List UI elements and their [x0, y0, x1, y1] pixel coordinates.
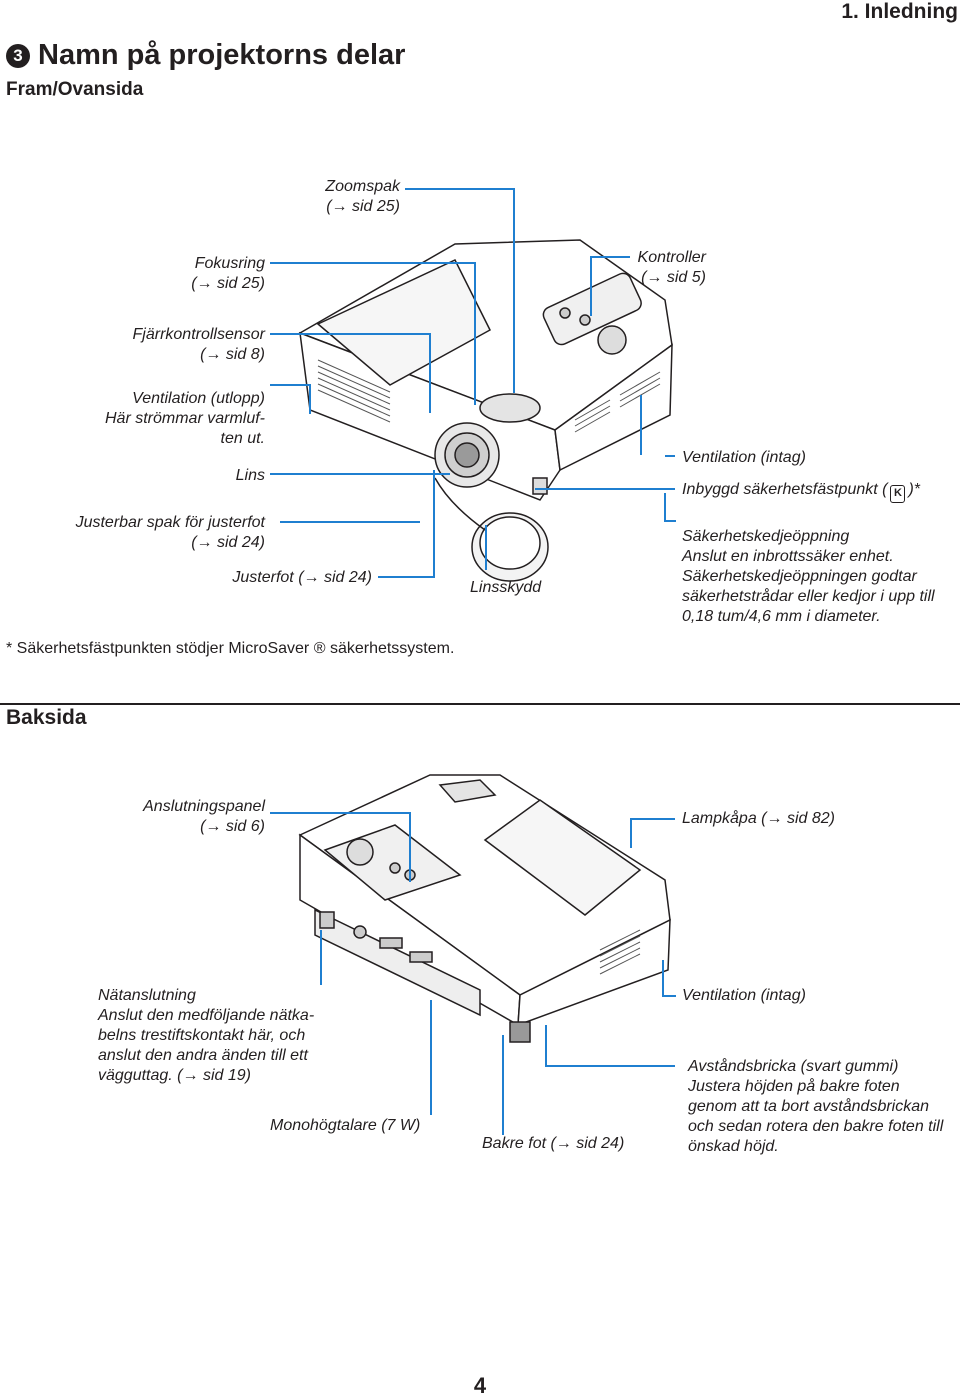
label-sakerhetsfastpunkt: Inbyggd säkerhetsfästpunkt (K)*: [682, 480, 920, 503]
label-anslutningspanel: Anslutningspanel (→ sid 6): [143, 798, 265, 835]
label-sakerhetskedjeoppning: Säkerhetskedjeöppning Anslut en inbrotts…: [682, 528, 935, 625]
front-heading: Fram/Ovansida: [6, 79, 144, 100]
label-justerfot: Justerfot (→ sid 24): [232, 569, 372, 586]
label-fjarrkontrollsensor: Fjärrkontrollsensor (→ sid 8): [132, 326, 265, 363]
back-heading: Baksida: [6, 706, 87, 729]
page-title: 3 Namn på projektorns delar: [6, 39, 405, 72]
label-kontroller: Kontroller (→ sid 5): [637, 249, 706, 286]
label-ventilation-intag-front: Ventilation (intag): [682, 449, 806, 466]
label-avstandsbricka: Avståndsbricka (svart gummi) Justera höj…: [688, 1058, 944, 1155]
label-justerbar-spak: Justerbar spak för justerfot (→ sid 24): [75, 514, 265, 551]
label-linsskydd: Linsskydd: [470, 579, 542, 596]
label-fokusring: Fokusring (→ sid 25): [191, 255, 265, 292]
page-number: 4: [473, 1373, 487, 1398]
kensington-lock-icon: K: [890, 485, 906, 503]
footnote-microsaver: * Säkerhetsfästpunkten stödjer MicroSave…: [6, 640, 455, 657]
label-monohogtalare: Monohögtalare (7 W): [270, 1117, 421, 1134]
label-lampkapa: Lampkåpa (→ sid 82): [682, 810, 835, 827]
section-divider: [0, 703, 960, 705]
projector-front-illustration: [298, 239, 673, 582]
chapter-header: 1. Inledning: [841, 0, 958, 23]
label-ventilation-intag-back: Ventilation (intag): [682, 987, 806, 1004]
label-natanslutning: Nätanslutning Anslut den medföljande nät…: [98, 987, 315, 1084]
section-number-badge: 3: [6, 43, 30, 68]
label-bakre-fot: Bakre fot (→ sid 24): [482, 1135, 625, 1152]
label-lins: Lins: [235, 467, 265, 484]
projector-back-illustration: [298, 774, 671, 1043]
label-ventilation-utlopp: Ventilation (utlopp) Här strömmar varmlu…: [104, 390, 265, 447]
label-zoomspak: Zoomspak (→ sid 25): [325, 178, 400, 215]
page-title-text: Namn på projektorns delar: [38, 39, 406, 71]
